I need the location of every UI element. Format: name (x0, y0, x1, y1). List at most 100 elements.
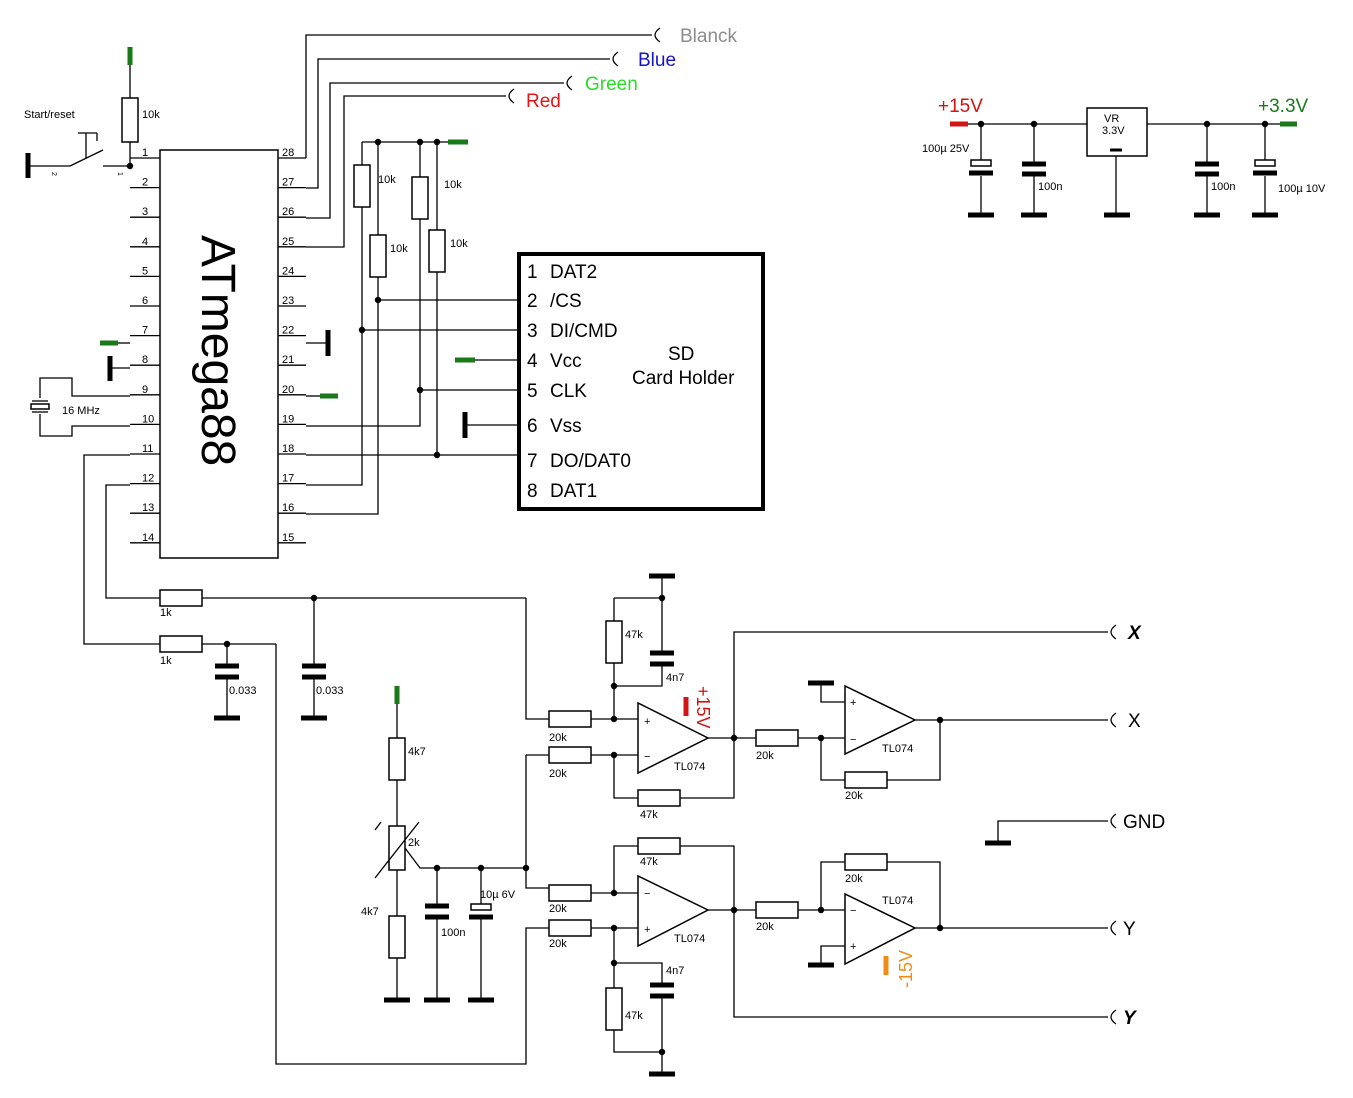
sd-title-2: Card Holder (632, 368, 735, 389)
c4n7-2: 4n7 (666, 965, 684, 977)
r-4k7-top: 4k7 (408, 746, 426, 758)
plus33-label: +3.3V (1258, 96, 1309, 117)
mcu-pin-13: 13 (142, 502, 154, 514)
mcu-pin-28: 28 (282, 147, 294, 159)
mcu-pin-15: 15 (282, 532, 294, 544)
pot-2k: 2k (408, 837, 420, 849)
sd-pin-num-7: 7 (527, 451, 538, 472)
mcu-pin-22: 22 (282, 325, 294, 337)
mcu-pin-19: 19 (282, 413, 294, 425)
sd-pin-name-4: Vcc (550, 351, 582, 372)
svg-text:+: + (644, 716, 650, 728)
mcu-pin-14: 14 (142, 532, 154, 544)
mcu-pin-10: 10 (142, 413, 154, 425)
r1-value: 10k (378, 174, 396, 186)
y-bold-label: Y (1123, 1008, 1138, 1029)
r20k-4: 20k (845, 790, 863, 802)
opamp-stage-x2: 20k + − TL074 20k (755, 680, 1108, 802)
r47k-3: 47k (640, 856, 658, 868)
svg-text:+: + (850, 697, 856, 709)
svg-text:−: − (644, 888, 650, 900)
blue-label: Blue (638, 50, 676, 71)
r20k-8: 20k (845, 873, 863, 885)
reset-circuit: 10k Start/reset 2 1 (24, 47, 160, 178)
mcu-pin-27: 27 (282, 177, 294, 189)
r20k-6: 20k (549, 938, 567, 950)
svg-text:−: − (644, 751, 650, 763)
mcu-pin-21: 21 (282, 354, 294, 366)
sd-pin-name-6: Vss (550, 416, 582, 437)
r20k-3: 20k (756, 750, 774, 762)
red-label: Red (526, 91, 561, 112)
svg-text:+: + (850, 941, 856, 953)
sd-pin-name-3: DI/CMD (550, 321, 618, 342)
r4-value: 10k (450, 238, 468, 250)
opamp1-plus15: +15V (693, 686, 713, 729)
c3-value: 100n (1211, 181, 1235, 193)
opamp2-label: TL074 (882, 743, 913, 755)
sd-pin-num-5: 5 (527, 381, 538, 402)
r20k-7: 20k (756, 921, 774, 933)
gnd-label: GND (1123, 812, 1165, 833)
r20k-1: 20k (549, 732, 567, 744)
sd-pin-num-4: 4 (527, 351, 538, 372)
opamp3-label: TL074 (674, 933, 705, 945)
c-0033-b: 0.033 (316, 685, 344, 697)
c4-value: 100µ 10V (1278, 183, 1326, 195)
r47k-4: 47k (625, 1010, 643, 1022)
r20k-2: 20k (549, 768, 567, 780)
output-connectors: X X GND Y Y (985, 623, 1165, 1029)
mcu-pin-1: 1 (142, 147, 148, 159)
c1-value: 100µ 25V (922, 143, 970, 155)
switch-pin2: 2 (50, 172, 57, 176)
start-reset-label: Start/reset (24, 109, 75, 121)
crystal: 16 MHz (30, 377, 130, 437)
mcu-pin-9: 9 (142, 384, 148, 396)
mcu-pin-5: 5 (142, 265, 148, 277)
sd-pin-num-6: 6 (527, 416, 538, 437)
mcu-pin-23: 23 (282, 295, 294, 307)
mcu-pin-20: 20 (282, 384, 294, 396)
plus15-label: +15V (938, 96, 983, 117)
sd-pin-name-7: DO/DAT0 (550, 451, 631, 472)
r-1k-b: 1k (160, 655, 172, 667)
crystal-label: 16 MHz (62, 405, 100, 417)
svg-text:−: − (850, 905, 856, 917)
x-label: X (1128, 711, 1141, 732)
opamp-stage-y2: 20k − + TL074 -15V 20k (755, 853, 1108, 988)
sd-pin-num-2: 2 (527, 291, 538, 312)
c-100n-div: 100n (441, 927, 465, 939)
sd-pin-name-5: CLK (550, 381, 587, 402)
opamp4-label: TL074 (882, 895, 913, 907)
mcu-pin-2: 2 (142, 177, 148, 189)
vr-label: VR (1104, 113, 1119, 125)
y-label: Y (1123, 919, 1136, 940)
power-supply: +15V VR 3.3V +3.3V 100µ 25V 100n 100 (922, 96, 1326, 218)
sd-pin-num-1: 1 (527, 262, 538, 283)
mcu-pin-17: 17 (282, 473, 294, 485)
c-0033-a: 0.033 (229, 685, 257, 697)
mcu-pin-12: 12 (142, 473, 154, 485)
svg-text:−: − (850, 734, 856, 746)
vr-value: 3.3V (1102, 125, 1125, 137)
mcu-pin-11: 11 (142, 443, 153, 455)
offset-divider: 4k7 2k 4k7 100n 10µ 6V (361, 686, 549, 1003)
mcu-pin-7: 7 (142, 325, 148, 337)
mcu-pin-8: 8 (142, 354, 148, 366)
blanck-label: Blanck (680, 26, 738, 47)
sd-pin-name-2: /CS (550, 291, 582, 312)
r-1k-a: 1k (160, 607, 172, 619)
r-4k7-bottom: 4k7 (361, 906, 379, 918)
switch-pin1: 1 (116, 172, 123, 176)
opamp-stage-y1: 20k 20k − + TL074 47k 47k 4n7 (548, 837, 1108, 1077)
r3-value: 10k (444, 179, 462, 191)
mcu-pin-6: 6 (142, 295, 148, 307)
mcu-pin-18: 18 (282, 443, 294, 455)
opamp-stage-x1: 20k 20k + − TL074 +15V 47k 4n7 47k (548, 573, 1108, 821)
mcu-pin-26: 26 (282, 206, 294, 218)
opamp1-label: TL074 (674, 761, 705, 773)
c2-value: 100n (1038, 181, 1062, 193)
